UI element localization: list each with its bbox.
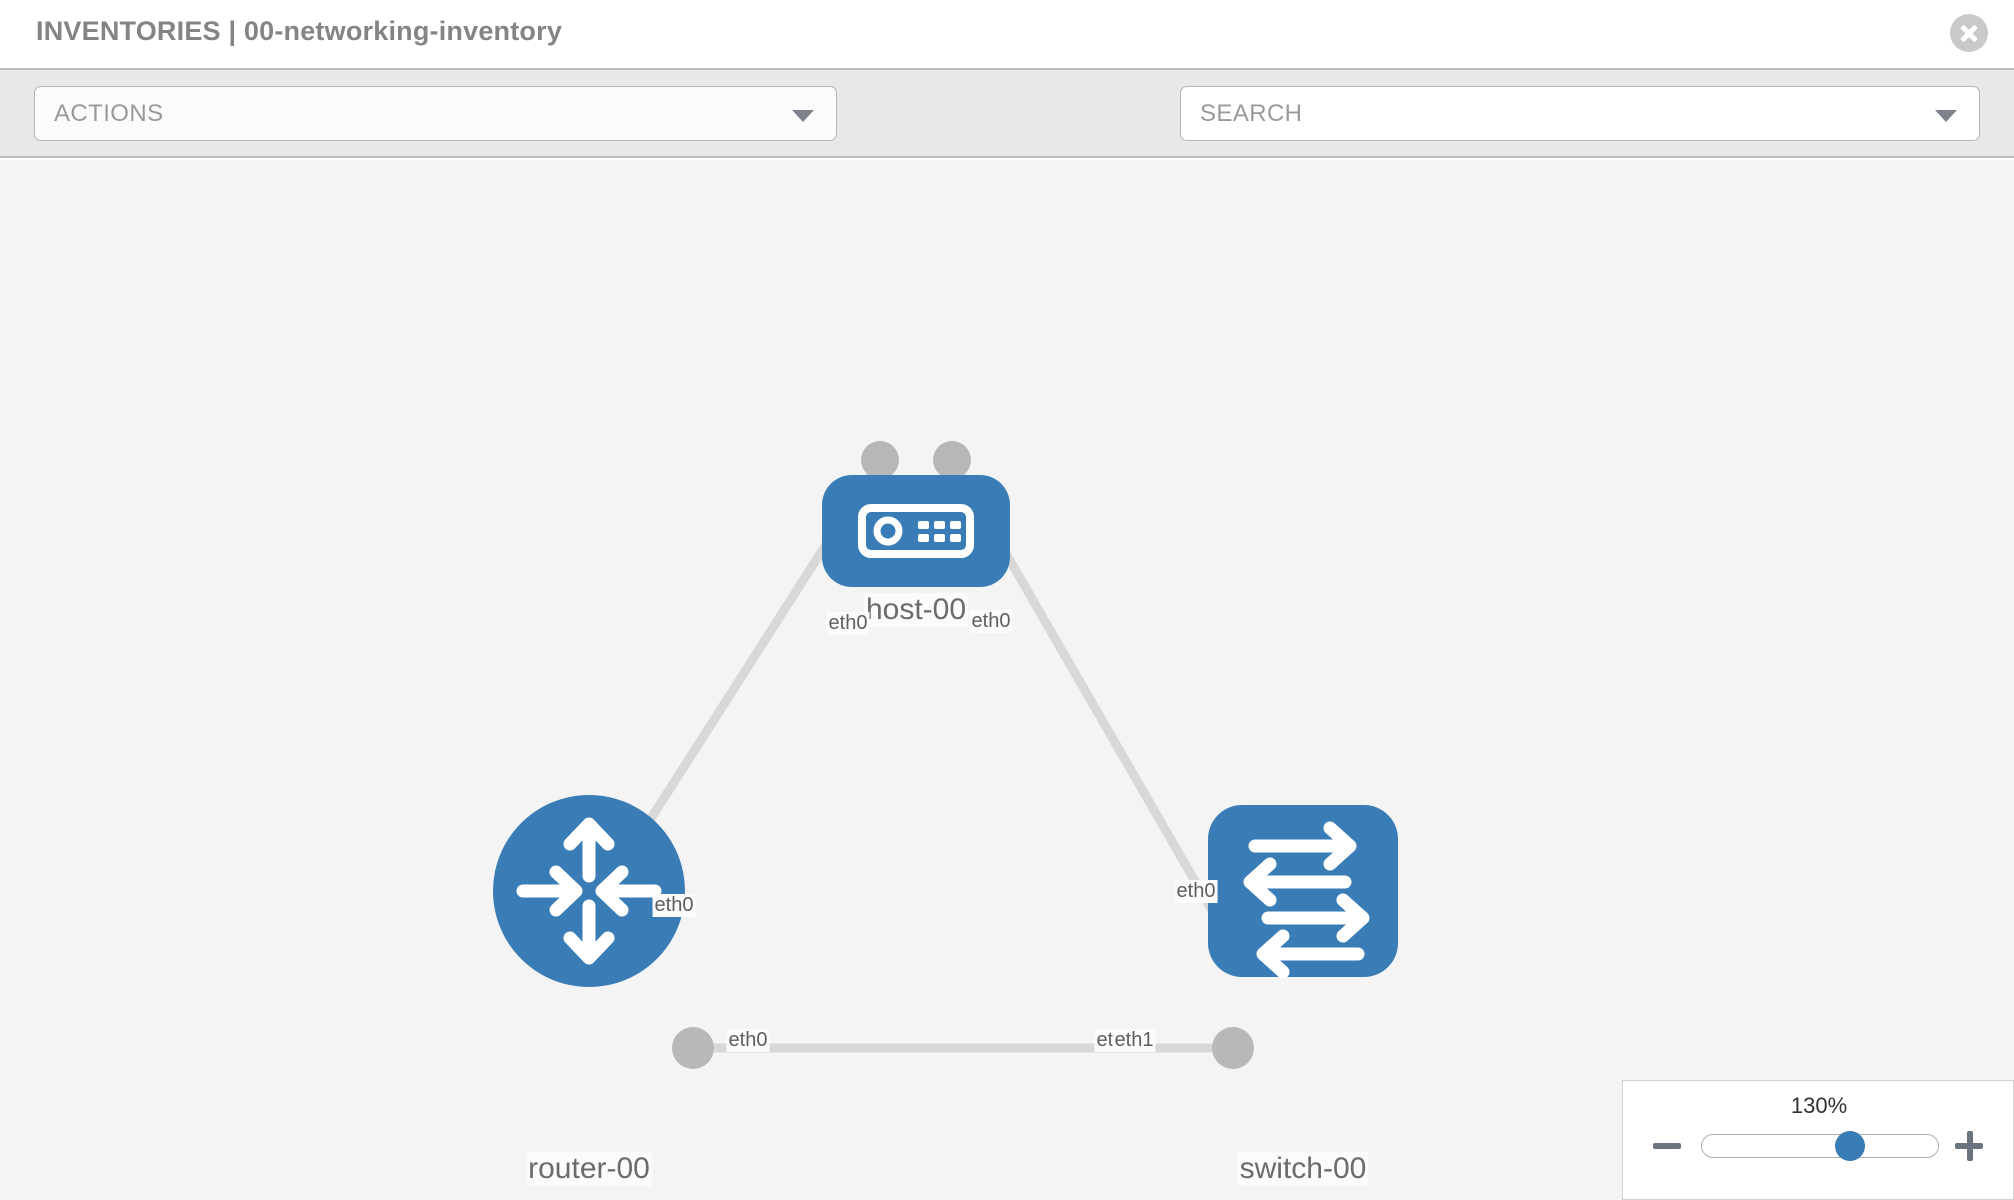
edge-label-router-eth0-up: eth0	[652, 894, 696, 917]
edge-label-switch-eth1: eth1	[1112, 1029, 1156, 1052]
zoom-slider[interactable]	[1701, 1134, 1939, 1158]
switch-arrows-icon	[1243, 821, 1370, 979]
zoom-in-button[interactable]	[1953, 1129, 1987, 1163]
plus-icon-vertical	[1967, 1131, 1973, 1161]
window-header: INVENTORIES | 00-networking-inventory	[0, 0, 2014, 70]
zoom-level-value: 130%	[1790, 1093, 1848, 1118]
topology-canvas[interactable]: host-00 router-00 switch-00 eth0 eth0 et…	[0, 160, 2014, 1200]
port-router-eth0[interactable]	[672, 1027, 714, 1069]
node-label-host-00: host-00	[863, 593, 969, 627]
edge-label-host-eth0-left: eth0	[826, 612, 870, 635]
node-switch-00[interactable]	[1208, 805, 1398, 979]
close-icon[interactable]	[1950, 14, 1988, 52]
edge-label-host-eth0-right: eth0	[969, 610, 1013, 633]
node-router-00[interactable]	[493, 795, 685, 987]
edge-label-router-eth0: eth0	[726, 1029, 770, 1052]
node-host-00[interactable]	[822, 475, 1010, 587]
search-input[interactable]: SEARCH	[1180, 86, 1980, 141]
zoom-out-button[interactable]	[1651, 1129, 1685, 1163]
toolbar: ACTIONS SEARCH	[0, 70, 2014, 202]
chevron-down-icon	[792, 110, 814, 122]
zoom-control-panel: 130%	[1622, 1080, 2014, 1200]
node-label-switch-00: switch-00	[1237, 1152, 1369, 1186]
server-icon	[858, 504, 974, 558]
search-placeholder: SEARCH	[1200, 100, 1303, 127]
port-host-eth0-left[interactable]	[861, 441, 899, 479]
edge-label-switch-eth0-up: eth0	[1174, 880, 1218, 903]
port-switch-eth1[interactable]	[1212, 1027, 1254, 1069]
actions-dropdown[interactable]: ACTIONS	[34, 86, 837, 141]
router-arrows-icon	[516, 817, 662, 965]
chevron-down-icon[interactable]	[1935, 110, 1957, 122]
node-label-router-00: router-00	[526, 1152, 652, 1186]
page-title: INVENTORIES | 00-networking-inventory	[36, 16, 563, 46]
minus-icon	[1653, 1143, 1681, 1149]
zoom-slider-thumb[interactable]	[1835, 1131, 1865, 1161]
actions-dropdown-label: ACTIONS	[54, 100, 164, 127]
topology-graph	[493, 441, 1398, 1069]
port-host-eth0-right[interactable]	[933, 441, 971, 479]
